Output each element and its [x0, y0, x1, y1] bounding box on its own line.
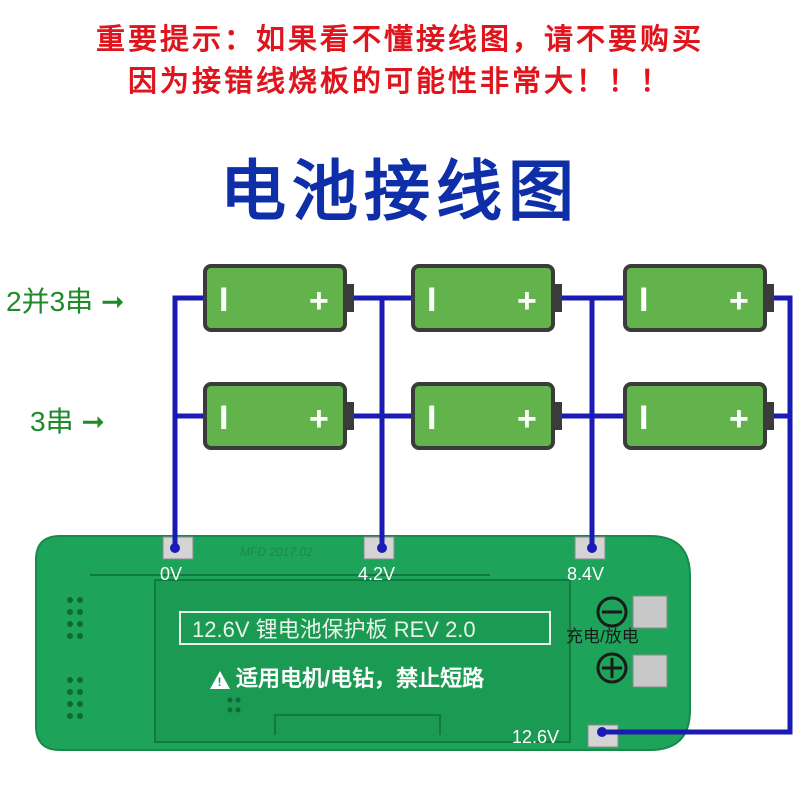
- battery-positive-symbol: +: [729, 400, 749, 438]
- parallel-series-text: 2并3串: [6, 286, 94, 317]
- battery-cell: I +: [411, 264, 564, 332]
- protection-board: 12.6V 锂电池保护板 REV 2.0 ! 适用电机/电钻，禁止短路 MFD …: [35, 535, 691, 751]
- charge-pad-positive: [632, 654, 668, 688]
- charge-pad-negative: [632, 595, 668, 629]
- board-inner-area: [154, 579, 571, 743]
- battery-positive-symbol: +: [729, 282, 749, 320]
- battery-negative-symbol: I: [639, 281, 648, 319]
- warning-triangle-icon: [210, 671, 230, 689]
- battery-cell: I +: [623, 382, 776, 450]
- label-0v: 0V: [160, 564, 182, 584]
- battery-positive-symbol: +: [309, 400, 329, 438]
- label-12v6: 12.6V: [512, 727, 559, 747]
- arrow-right-icon: ➞: [81, 406, 105, 437]
- battery-negative-symbol: I: [219, 399, 228, 437]
- battery-positive-symbol: +: [517, 400, 537, 438]
- series-label: 3串 ➞: [30, 400, 105, 440]
- battery-cell: I +: [411, 382, 564, 450]
- warning-line-1: 重要提示：如果看不懂接线图，请不要购买: [95, 22, 704, 56]
- diagram-title: 电池接线图: [220, 152, 580, 230]
- battery-positive-symbol: +: [517, 282, 537, 320]
- negative-terminal-icon: [596, 596, 628, 628]
- battery-cell: I +: [623, 264, 776, 332]
- battery-negative-symbol: I: [639, 399, 648, 437]
- warning-line-2: 因为接错线烧板的可能性非常大！！！: [127, 64, 672, 98]
- wire-12v6: [597, 295, 793, 735]
- board-warning-label: 适用电机/电钻，禁止短路: [236, 666, 485, 691]
- parallel-series-label: 2并3串 ➞: [6, 280, 124, 320]
- series-text: 3串: [30, 406, 74, 437]
- battery-negative-symbol: I: [427, 399, 436, 437]
- charge-discharge-label: 充电/放电: [566, 627, 639, 646]
- battery-array: I + I + I + I + I + I +: [203, 264, 776, 450]
- positive-terminal-icon: [596, 652, 628, 684]
- label-8v4: 8.4V: [567, 564, 604, 584]
- board-main-label: 12.6V 锂电池保护板 REV 2.0: [192, 617, 476, 642]
- battery-cell: I +: [203, 382, 356, 450]
- wire-junctions: [170, 543, 607, 737]
- battery-negative-symbol: I: [219, 281, 228, 319]
- warning-glyph: !: [218, 675, 222, 689]
- battery-positive-symbol: +: [309, 282, 329, 320]
- battery-negative-symbol: I: [427, 281, 436, 319]
- label-4v2: 4.2V: [358, 564, 395, 584]
- battery-cell: I +: [203, 264, 356, 332]
- arrow-right-icon: ➞: [100, 286, 125, 317]
- board-label-frame: [179, 611, 551, 645]
- board-silk-marking: MFD 2017.02: [240, 545, 313, 559]
